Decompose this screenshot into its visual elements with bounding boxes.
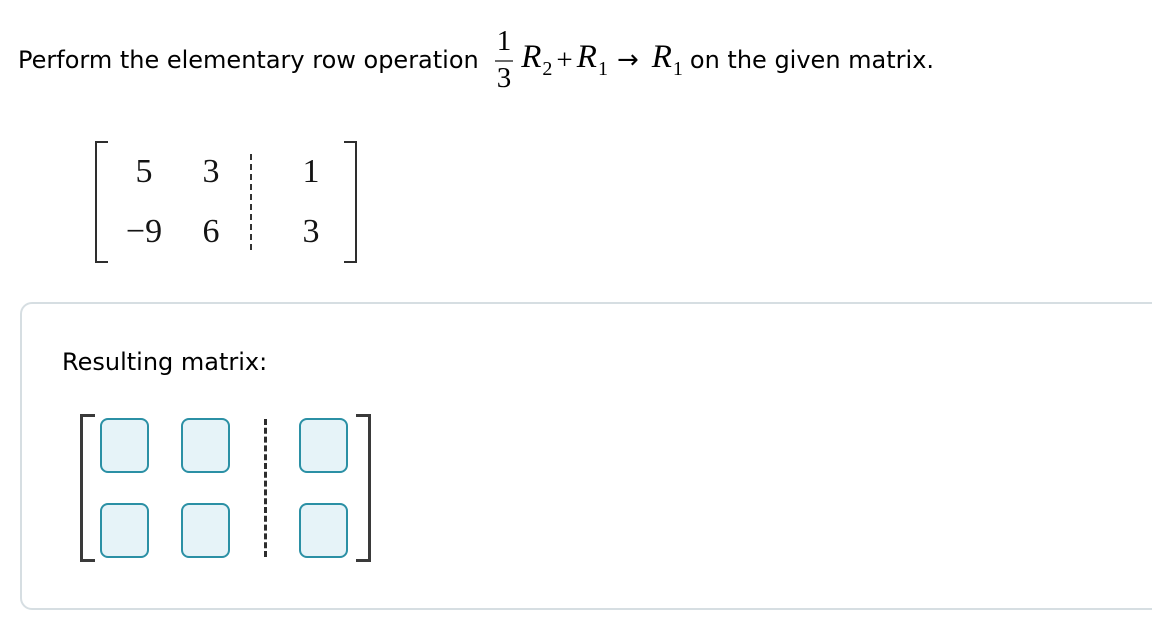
resulting-matrix-content (95, 414, 356, 562)
matrix-cell-r2c2: 6 (202, 213, 220, 250)
result-input-r1c2[interactable] (181, 418, 230, 473)
fraction-denominator: 3 (496, 61, 512, 94)
term-r2: R2 (521, 39, 553, 80)
augment-divider-dashed-line (250, 154, 252, 250)
matrix-cell-r2c3: 3 (302, 213, 320, 250)
input-row (100, 503, 348, 558)
resulting-matrix-inputs (80, 414, 371, 562)
augment-divider-dashed-line (264, 419, 267, 557)
answer-panel: Resulting matrix: (20, 302, 1152, 610)
right-bracket (356, 414, 371, 562)
input-row (100, 418, 348, 473)
question-text-after: on the given matrix. (689, 46, 935, 74)
plus-operator: + (556, 43, 573, 76)
right-bracket (344, 141, 357, 263)
result-term-r1: R1 (651, 39, 683, 80)
question-text-before: Perform the elementary row operation (18, 46, 479, 74)
left-bracket (80, 414, 95, 562)
given-matrix: 5 3 1 −9 6 3 (95, 141, 357, 263)
matrix-cell-r1c3: 1 (302, 153, 320, 190)
fraction-one-third: 1 3 (494, 25, 514, 94)
matrix-cell-r1c2: 3 (202, 153, 220, 190)
matrix-row: −9 6 3 (108, 209, 344, 255)
matrix-cell-r1c1: 5 (135, 153, 153, 190)
resulting-matrix-label: Resulting matrix: (62, 348, 268, 376)
question-line: Perform the elementary row operation 1 3… (18, 12, 934, 108)
result-input-r2c1[interactable] (100, 503, 149, 558)
result-input-r1c3[interactable] (299, 418, 348, 473)
left-bracket (95, 141, 108, 263)
fraction-numerator: 1 (494, 25, 514, 62)
result-input-r1c1[interactable] (100, 418, 149, 473)
given-matrix-content: 5 3 1 −9 6 3 (108, 141, 344, 263)
arrow-icon: → (616, 45, 639, 75)
matrix-row: 5 3 1 (108, 149, 344, 195)
matrix-cell-r2c1: −9 (125, 213, 163, 250)
result-input-r2c2[interactable] (181, 503, 230, 558)
result-input-r2c3[interactable] (299, 503, 348, 558)
term-r1: R1 (576, 39, 608, 80)
